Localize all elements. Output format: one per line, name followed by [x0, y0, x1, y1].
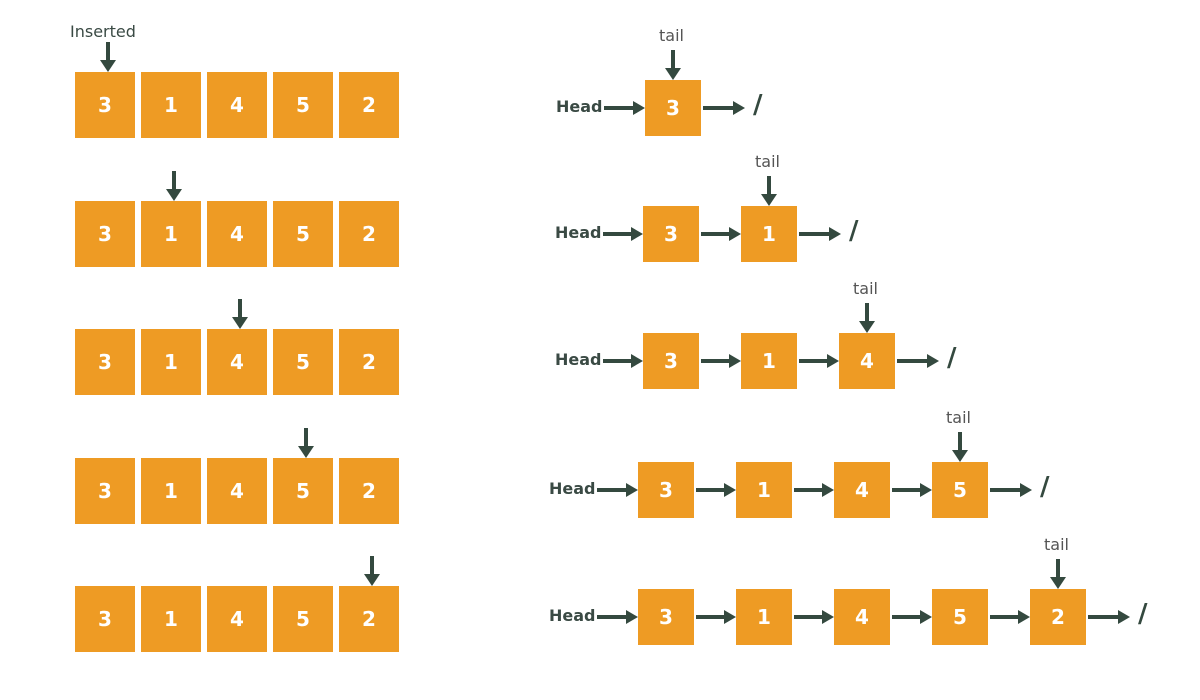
list-node: 3	[643, 206, 699, 262]
array-cell: 2	[339, 586, 399, 652]
null-terminator: /	[753, 90, 763, 120]
next-pointer-arrow	[794, 610, 834, 624]
list-node: 1	[741, 333, 797, 389]
list-node: 4	[834, 462, 890, 518]
list-node: 3	[643, 333, 699, 389]
array-cell: 3	[75, 201, 135, 267]
array-cell: 3	[75, 72, 135, 138]
array-cell: 2	[339, 201, 399, 267]
null-terminator: /	[1040, 472, 1050, 502]
tail-label: tail	[946, 408, 971, 427]
null-pointer-arrow	[703, 101, 745, 115]
insert-pointer-arrow	[166, 171, 182, 201]
array-cell: 3	[75, 329, 135, 395]
next-pointer-arrow	[892, 483, 932, 497]
head-label: Head	[555, 350, 602, 369]
list-node: 3	[645, 80, 701, 136]
list-node: 1	[736, 589, 792, 645]
array-cell: 3	[75, 586, 135, 652]
next-pointer-arrow	[794, 483, 834, 497]
array-cell: 5	[273, 329, 333, 395]
null-pointer-arrow	[1088, 610, 1130, 624]
head-arrow	[603, 227, 643, 241]
list-node: 4	[834, 589, 890, 645]
array-cell: 1	[141, 201, 201, 267]
next-pointer-arrow	[696, 610, 736, 624]
list-node: 3	[638, 589, 694, 645]
array-cell: 5	[273, 458, 333, 524]
head-arrow	[603, 354, 643, 368]
head-arrow	[604, 101, 645, 115]
array-cell: 4	[207, 458, 267, 524]
tail-label: tail	[659, 26, 684, 45]
insert-pointer-arrow	[100, 42, 116, 72]
array-cell: 1	[141, 72, 201, 138]
list-node: 2	[1030, 589, 1086, 645]
array-cell: 5	[273, 586, 333, 652]
next-pointer-arrow	[701, 354, 741, 368]
next-pointer-arrow	[696, 483, 736, 497]
head-arrow	[597, 610, 638, 624]
head-label: Head	[555, 223, 602, 242]
list-node: 5	[932, 589, 988, 645]
insert-pointer-arrow	[298, 428, 314, 458]
null-terminator: /	[1138, 599, 1148, 629]
list-node: 1	[736, 462, 792, 518]
head-arrow	[597, 483, 638, 497]
array-cell: 2	[339, 458, 399, 524]
next-pointer-arrow	[799, 354, 839, 368]
array-cell: 2	[339, 72, 399, 138]
array-cell: 1	[141, 586, 201, 652]
tail-pointer-arrow	[1050, 559, 1066, 589]
array-cell: 4	[207, 201, 267, 267]
array-cell: 1	[141, 329, 201, 395]
tail-pointer-arrow	[859, 303, 875, 333]
tail-label: tail	[853, 279, 878, 298]
tail-pointer-arrow	[761, 176, 777, 206]
array-cell: 5	[273, 201, 333, 267]
insert-pointer-arrow	[232, 299, 248, 329]
tail-pointer-arrow	[665, 50, 681, 80]
inserted-label: Inserted	[70, 22, 136, 41]
head-label: Head	[556, 97, 603, 116]
next-pointer-arrow	[892, 610, 932, 624]
null-pointer-arrow	[799, 227, 841, 241]
array-cell: 4	[207, 586, 267, 652]
tail-label: tail	[755, 152, 780, 171]
tail-label: tail	[1044, 535, 1069, 554]
array-cell: 3	[75, 458, 135, 524]
head-label: Head	[549, 479, 596, 498]
null-terminator: /	[849, 216, 859, 246]
tail-pointer-arrow	[952, 432, 968, 462]
list-node: 3	[638, 462, 694, 518]
next-pointer-arrow	[990, 610, 1030, 624]
next-pointer-arrow	[701, 227, 741, 241]
list-node: 4	[839, 333, 895, 389]
null-pointer-arrow	[990, 483, 1032, 497]
head-label: Head	[549, 606, 596, 625]
list-node: 1	[741, 206, 797, 262]
array-cell: 4	[207, 72, 267, 138]
array-cell: 2	[339, 329, 399, 395]
list-node: 5	[932, 462, 988, 518]
null-terminator: /	[947, 343, 957, 373]
array-cell: 1	[141, 458, 201, 524]
null-pointer-arrow	[897, 354, 939, 368]
insert-pointer-arrow	[364, 556, 380, 586]
array-cell: 4	[207, 329, 267, 395]
array-cell: 5	[273, 72, 333, 138]
